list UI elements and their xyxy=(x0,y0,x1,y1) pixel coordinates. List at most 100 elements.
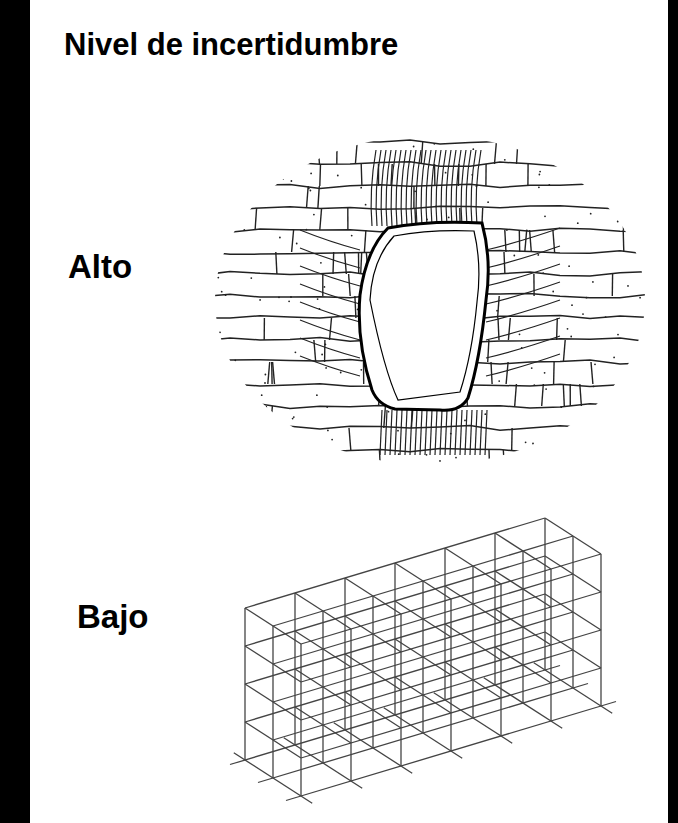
grain-dot xyxy=(221,291,223,293)
rock-joint xyxy=(622,208,624,230)
grain-dot xyxy=(617,221,619,223)
grain-dot xyxy=(282,178,284,180)
fracture-line xyxy=(455,410,457,455)
rock-joint xyxy=(217,164,219,186)
rock-joint xyxy=(361,164,363,186)
grain-dot xyxy=(228,149,230,151)
grain-dot xyxy=(414,190,416,192)
beam xyxy=(545,518,601,554)
beam xyxy=(295,593,351,629)
beam xyxy=(245,518,545,608)
grain-dot xyxy=(593,386,595,388)
level-label: Alto xyxy=(68,248,132,286)
grain-dot xyxy=(221,196,223,198)
fracture-line xyxy=(300,356,360,376)
grain-dot xyxy=(243,173,245,175)
rock-joint xyxy=(563,340,565,362)
fracture-line xyxy=(486,228,560,250)
fracture-line xyxy=(486,300,560,322)
rock-joint xyxy=(421,142,423,164)
rock-joint xyxy=(318,186,319,208)
fracture-line xyxy=(400,410,402,455)
rock-joint xyxy=(503,450,505,472)
rock-joint xyxy=(307,186,309,208)
fracture-line xyxy=(371,150,376,226)
fracture-line xyxy=(486,318,560,340)
white-panel xyxy=(30,0,668,823)
rock-joint xyxy=(530,230,532,252)
fracture-line xyxy=(440,410,442,455)
grain-dot xyxy=(618,169,620,171)
rock-joint xyxy=(287,142,289,164)
fracture-line xyxy=(386,150,391,226)
grain-dot xyxy=(426,454,428,456)
grain-dot xyxy=(334,146,336,148)
grain-dot xyxy=(250,277,252,279)
grain-dot xyxy=(325,344,327,346)
rock-joint xyxy=(292,230,294,252)
grain-dot xyxy=(295,351,297,353)
beam xyxy=(245,646,301,682)
rock-joint xyxy=(330,318,332,340)
rock-joint xyxy=(222,230,224,252)
grain-dot xyxy=(261,394,263,396)
rock-joint xyxy=(542,384,544,406)
grain-dot xyxy=(639,297,641,299)
grain-dot xyxy=(531,367,533,369)
beam xyxy=(545,594,601,630)
fracture-line xyxy=(376,150,381,226)
grain-dot xyxy=(617,334,619,336)
beam xyxy=(245,684,301,720)
grain-dot xyxy=(560,406,562,408)
rock-joint xyxy=(384,406,386,428)
fracture-line xyxy=(415,410,417,455)
stratum-line xyxy=(210,184,650,189)
fracture-line xyxy=(476,150,481,226)
fracture-line xyxy=(471,150,476,226)
title: Nivel de incertidumbre xyxy=(64,27,398,63)
grain-dot xyxy=(259,299,261,301)
grain-dot xyxy=(626,169,628,171)
beam xyxy=(301,592,601,682)
grain-dot xyxy=(455,457,457,459)
building-frame xyxy=(230,518,616,803)
grain-dot xyxy=(635,441,637,443)
grid-line xyxy=(286,702,616,801)
fracture-line xyxy=(410,410,412,455)
grain-dot xyxy=(472,148,474,150)
rock-joint xyxy=(320,208,322,230)
grain-dot xyxy=(533,384,535,386)
grain-dot xyxy=(498,380,500,382)
fracture-line xyxy=(445,410,447,455)
grain-dot xyxy=(599,463,601,465)
grain-dot xyxy=(365,204,367,206)
rock-joint xyxy=(271,406,273,428)
rock-joint xyxy=(361,252,362,274)
grain-dot xyxy=(310,190,312,192)
grain-dot xyxy=(310,173,312,175)
grain-dot xyxy=(605,316,607,318)
fracture-line xyxy=(426,150,431,226)
grain-dot xyxy=(558,162,560,164)
grain-dot xyxy=(610,427,612,429)
rock-joint xyxy=(345,252,347,274)
rock-joint xyxy=(533,274,535,296)
fracture-line xyxy=(460,410,462,455)
grain-dot xyxy=(234,359,236,361)
grain-dot xyxy=(582,439,584,441)
fracture-line xyxy=(470,410,472,455)
grain-dot xyxy=(464,420,466,422)
grain-dot xyxy=(433,143,435,145)
rock-joint xyxy=(324,340,326,362)
rock-joint xyxy=(525,230,527,252)
grain-dot xyxy=(487,201,489,203)
grain-dot xyxy=(506,229,508,231)
beam xyxy=(273,612,573,702)
grain-dot xyxy=(577,222,579,224)
fracture-line xyxy=(431,150,436,226)
grain-dot xyxy=(549,444,551,446)
beam xyxy=(245,722,301,758)
grain-dot xyxy=(571,459,573,461)
rock-joint xyxy=(336,142,338,164)
grain-dot xyxy=(360,369,362,371)
